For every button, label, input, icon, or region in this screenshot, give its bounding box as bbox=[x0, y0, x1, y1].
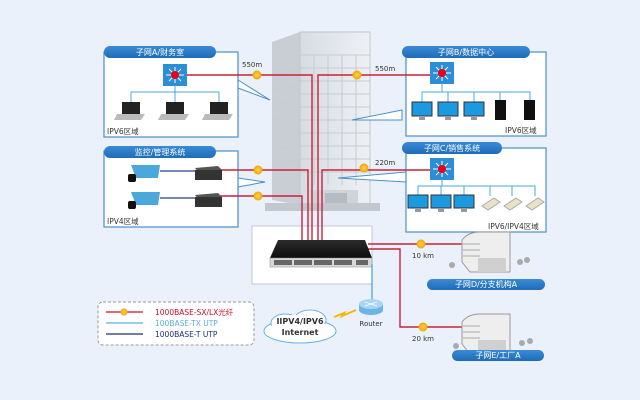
branch-d-title: 子网D/分支机构A bbox=[455, 279, 518, 289]
legend-label-100base: 100BASE-TX UTP bbox=[155, 319, 218, 328]
fiber-node-e bbox=[418, 322, 428, 332]
fiber-node-monitor-2 bbox=[253, 191, 263, 201]
legend-label-1000base: 1000BASE-T UTP bbox=[155, 330, 218, 339]
branch-d-building-icon bbox=[449, 231, 530, 273]
zone-c-title: 子网C/销售系统 bbox=[424, 143, 480, 153]
zone-c-title-bar bbox=[402, 142, 502, 154]
distance-label-b: 550m bbox=[375, 65, 395, 73]
internet-cloud-icon bbox=[263, 309, 337, 344]
desktop-monitor-icon bbox=[437, 101, 459, 120]
fiber-node-a bbox=[252, 70, 262, 80]
zone-monitoring-title-bar bbox=[104, 146, 216, 158]
internet-label-line1: IIPV4/IPV6 bbox=[276, 317, 324, 326]
wireless-link-icon bbox=[333, 309, 357, 319]
desktop-monitor-icon bbox=[453, 194, 475, 212]
server-tower-icon bbox=[524, 100, 535, 120]
branch-e-building-icon bbox=[453, 313, 533, 355]
laptop-icon bbox=[158, 102, 189, 120]
fiber-node-c bbox=[359, 163, 369, 173]
internet-label-line2: Internet bbox=[282, 328, 319, 337]
zone-monitoring-tag: IPV4区域 bbox=[107, 216, 139, 226]
zone-b-tag: IPV6区域 bbox=[505, 125, 537, 135]
zone-c-switch-icon bbox=[430, 158, 454, 180]
desktop-monitor-icon bbox=[411, 101, 433, 120]
zone-a-tag: IPV6区域 bbox=[107, 126, 139, 136]
desktop-monitor-icon bbox=[407, 194, 429, 212]
zone-b-title-bar bbox=[402, 46, 530, 58]
server-tower-icon bbox=[495, 100, 506, 120]
distance-label-e: 20 km bbox=[412, 335, 434, 343]
fiber-node-b bbox=[352, 70, 362, 80]
ip-phone-icon bbox=[481, 197, 501, 211]
zone-c-sales: 子网C/销售系统 IPV6/IPV4区域 bbox=[337, 142, 547, 233]
legend: 1000BASE-SX/LX光纤 100BASE-TX UTP 1000BASE… bbox=[97, 301, 255, 346]
desktop-monitor-icon bbox=[430, 194, 452, 212]
fiber-link-monitor-2 bbox=[220, 195, 303, 240]
fiber-link-zone-b bbox=[317, 74, 440, 240]
zone-b-datacenter: 子网B/数据中心 IPV6区域 bbox=[351, 46, 547, 137]
legend-label-fiber: 1000BASE-SX/LX光纤 bbox=[155, 307, 234, 317]
zone-a-title: 子网A/财务室 bbox=[136, 47, 184, 57]
fiber-nodes bbox=[252, 70, 428, 332]
fiber-node-monitor-1 bbox=[253, 165, 263, 175]
fiber-node-d bbox=[416, 239, 426, 249]
zone-b-switch-icon bbox=[430, 62, 454, 84]
branch-d-title-bar bbox=[427, 279, 545, 290]
laptop-icon bbox=[202, 102, 233, 120]
laptop-icon bbox=[114, 102, 145, 120]
zone-b-title: 子网B/数据中心 bbox=[438, 47, 494, 57]
distance-label-a: 550m bbox=[242, 61, 262, 69]
branch-e-title-bar bbox=[452, 350, 544, 361]
fiber-links bbox=[185, 74, 462, 328]
media-converter-icon bbox=[195, 166, 222, 180]
fiber-link-zone-c bbox=[321, 169, 440, 240]
media-converter-icon bbox=[195, 193, 222, 207]
router-icon bbox=[359, 299, 383, 315]
branch-e-title: 子网E/工厂A bbox=[475, 351, 521, 360]
ip-camera-icon bbox=[128, 165, 160, 182]
zone-monitoring-title: 监控/管理系统 bbox=[135, 147, 186, 157]
core-switch-icon bbox=[269, 240, 373, 268]
fiber-link-monitor-1 bbox=[220, 169, 309, 240]
ip-camera-icon bbox=[128, 192, 160, 209]
fiber-link-branch-e bbox=[368, 248, 462, 328]
zone-a-title-bar bbox=[104, 46, 216, 58]
distance-label-d: 10 km bbox=[412, 252, 434, 260]
fiber-link-zone-a bbox=[185, 74, 313, 240]
zone-c-tag: IPV6/IPV4区域 bbox=[488, 221, 539, 231]
zone-monitoring: 监控/管理系统 IPV4区域 bbox=[103, 146, 266, 228]
distance-label-c: 220m bbox=[375, 159, 395, 167]
ip-phone-icon bbox=[525, 197, 545, 211]
router-label: Router bbox=[359, 320, 382, 328]
ip-phone-icon bbox=[503, 197, 523, 211]
legend-fiber-node-icon bbox=[120, 308, 128, 316]
desktop-monitor-icon bbox=[463, 101, 485, 120]
zone-a-switch-icon bbox=[163, 64, 187, 86]
